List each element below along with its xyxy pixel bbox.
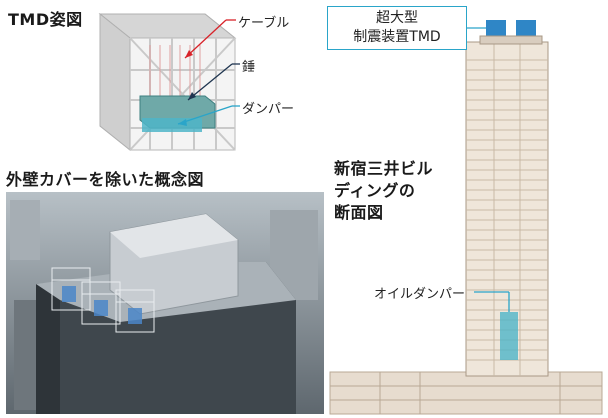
section-title-line: 新宿三井ビル bbox=[334, 159, 434, 178]
tmd-box-line: 制震装置TMD bbox=[353, 29, 441, 45]
damper-callout-arrow bbox=[177, 105, 240, 126]
tmd-device-label-box: 超大型 制震装置TMD bbox=[327, 6, 467, 50]
exterior-concept-image bbox=[6, 192, 324, 414]
building-section-title: 新宿三井ビル ディングの 断面図 bbox=[334, 158, 433, 224]
tmd-isometric-box bbox=[98, 12, 237, 152]
tmd-box-line: 超大型 bbox=[376, 10, 418, 26]
oil-damper-callout-line bbox=[474, 291, 510, 312]
weight-label: 錘 bbox=[242, 60, 256, 75]
building-section-drawing bbox=[329, 20, 603, 415]
oil-damper-label: オイルダンパー bbox=[374, 287, 466, 302]
tmd-figure-title: TMD姿図 bbox=[8, 10, 83, 29]
cable-label: ケーブル bbox=[238, 16, 290, 31]
damper-label: ダンパー bbox=[242, 102, 295, 117]
exterior-figure-title: 外壁カバーを除いた概念図 bbox=[6, 170, 205, 189]
cable-callout-arrow bbox=[184, 19, 236, 59]
section-title-line: 断面図 bbox=[334, 203, 384, 222]
weight-callout-arrow bbox=[187, 63, 240, 101]
section-title-line: ディングの bbox=[334, 181, 416, 200]
